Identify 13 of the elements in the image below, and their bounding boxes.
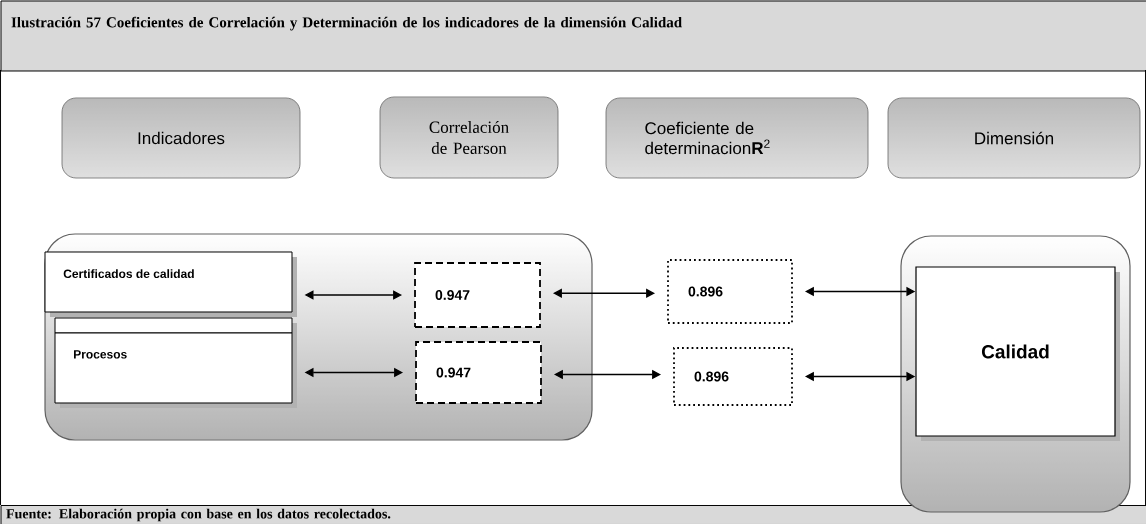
caption-band: Fuente: Elaboración propia con base en los datos recolectados. <box>0 505 1146 524</box>
header-box: Indicadores <box>61 97 301 179</box>
indicator-box: Certificados de calidad <box>44 251 297 317</box>
header-box: Dimensión <box>887 97 1141 179</box>
header-box: Coeficiente de determinacionR$^{2}$ <box>605 97 869 179</box>
value-box: 0.947 <box>414 262 541 328</box>
dimension-box: Calidad <box>915 266 1120 441</box>
value-box: 0.896 <box>673 347 793 406</box>
header-box: Correlación de Pearson <box>379 96 559 179</box>
value-box: 0.896 <box>667 259 793 324</box>
indicator-box: Procesos <box>54 332 297 408</box>
title-band: Ilustración 57 Coeficientes de Correlación y Determinación de los indicadores de la dimensión Calidad <box>0 0 1146 72</box>
value-box: 0.947 <box>415 341 542 404</box>
